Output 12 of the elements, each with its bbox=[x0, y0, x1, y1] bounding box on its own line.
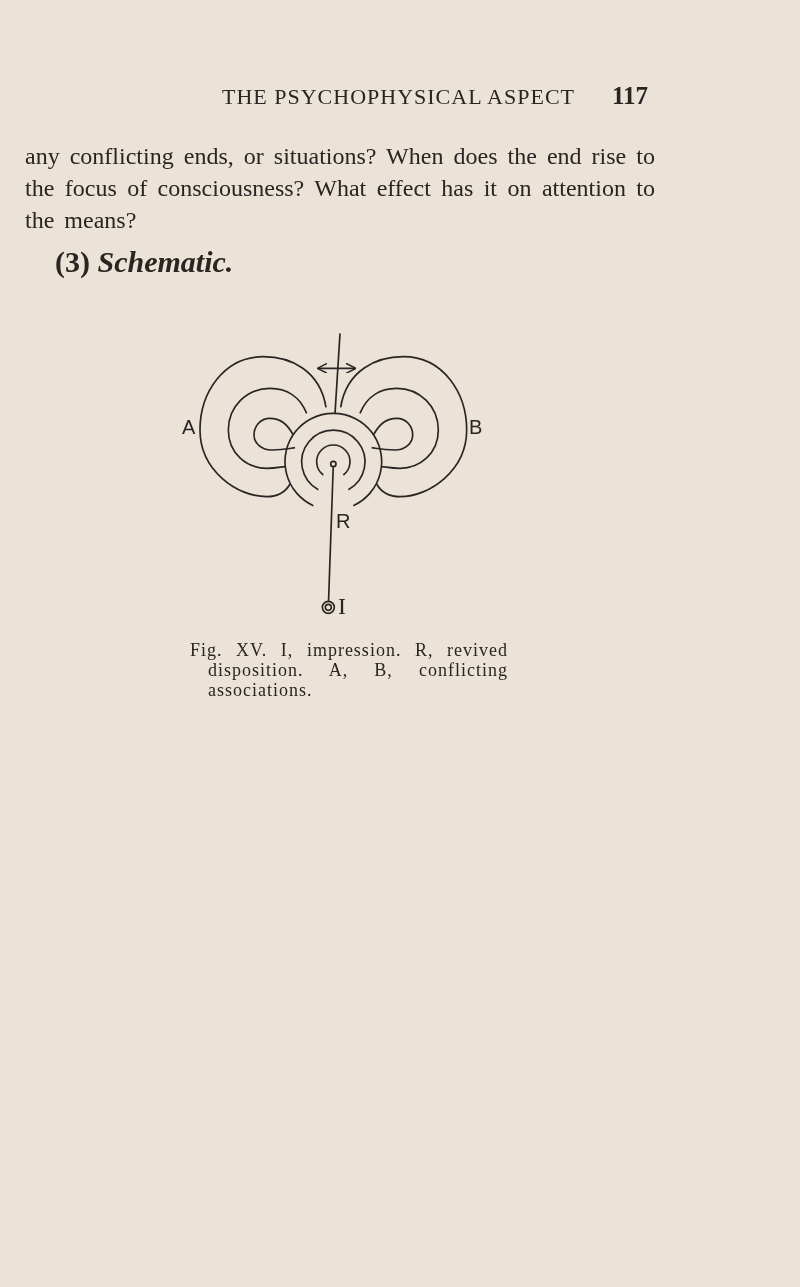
part-label: R bbox=[336, 510, 351, 533]
page-number: 117 bbox=[612, 82, 649, 110]
node-caption: I bbox=[338, 593, 346, 620]
part-label: A bbox=[182, 416, 196, 439]
body-paragraph: any conflicting ends, or situations? When does the end rise to the focus of consciousness? What effect has it on attention to the means? bbox=[25, 142, 655, 235]
figure-caption: Fig. XV. I, impression. R, revived disposition. A, B, conflicting associations. bbox=[190, 640, 508, 700]
node-circle bbox=[321, 600, 336, 615]
node-circle bbox=[329, 460, 337, 468]
section-heading: (3) Schematic. bbox=[55, 245, 234, 279]
running-header: THE PSYCHOPHYSICAL ASPECT bbox=[221, 84, 575, 110]
connector-line bbox=[327, 465, 335, 603]
part-label: B bbox=[469, 416, 483, 439]
